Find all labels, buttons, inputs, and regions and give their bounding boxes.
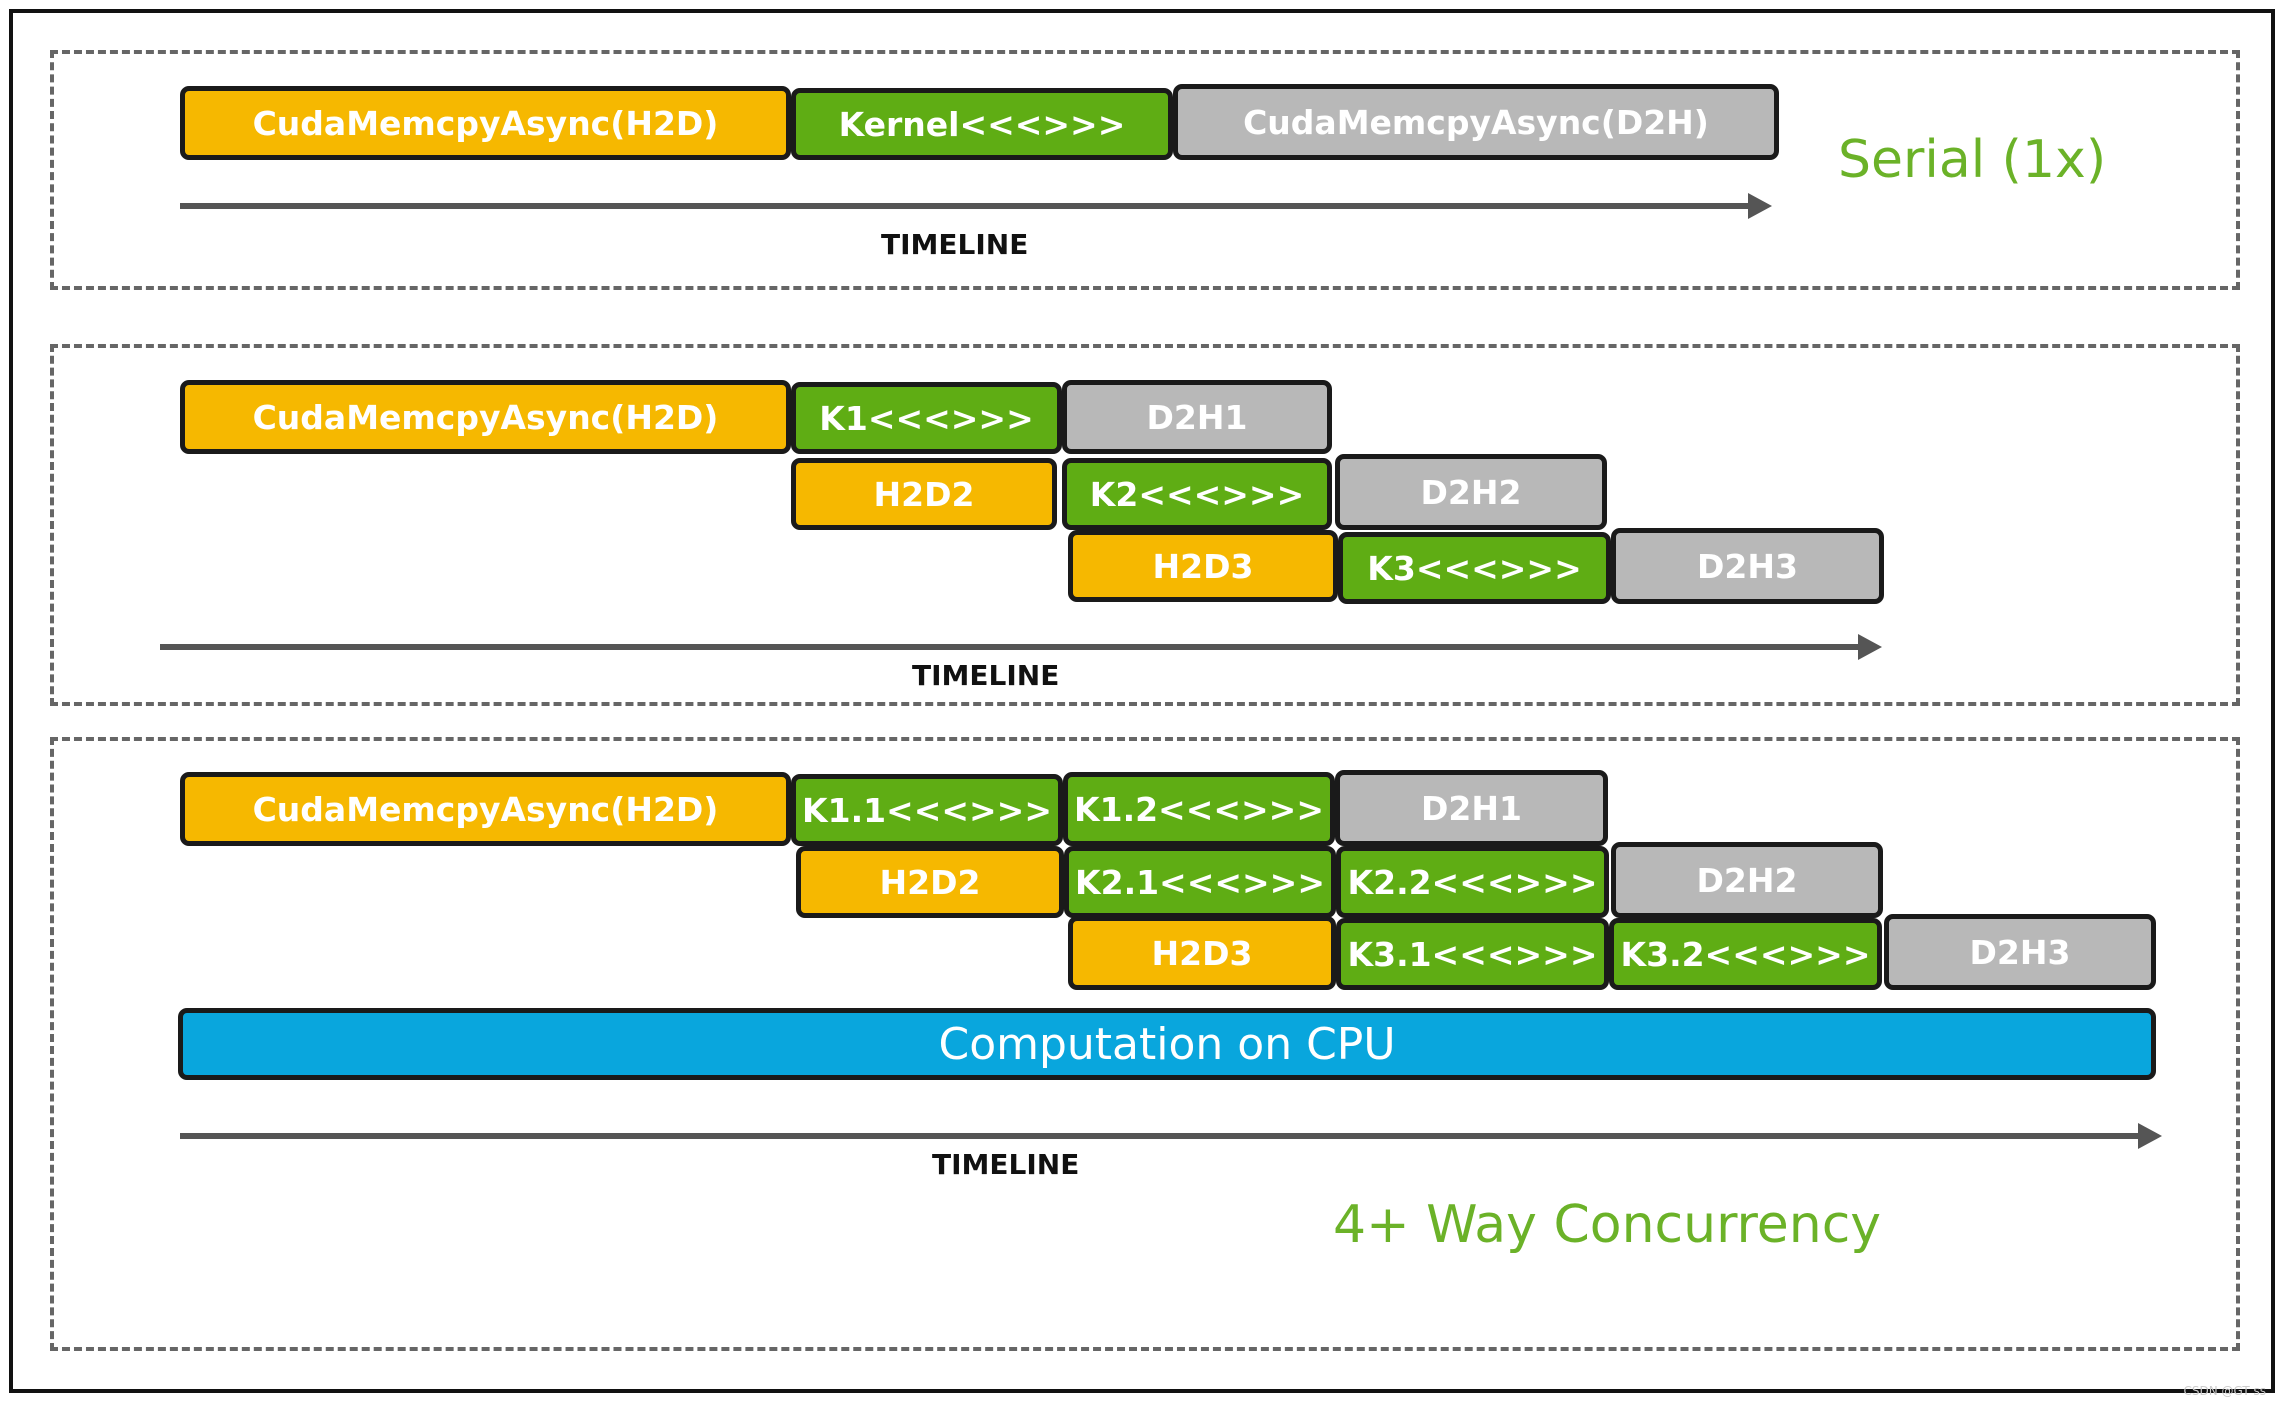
fw-mode-label: 4+ Way Concurrency (1333, 1195, 1882, 1255)
tw-row1-kernel: K1<<<>>> (791, 382, 1062, 454)
fw-row1-d2h: D2H1 (1335, 770, 1608, 846)
cpu-computation-bar: Computation on CPU (178, 1008, 2156, 1080)
fw-row2-kernel-2: K2.2<<<>>> (1336, 846, 1609, 918)
figure-frame (9, 9, 2275, 1393)
serial-timeline-label: TIMELINE (881, 228, 1029, 261)
fw-row3-kernel-2: K3.2<<<>>> (1609, 918, 1882, 990)
fw-row3-kernel-1: K3.1<<<>>> (1336, 918, 1609, 990)
fw-row2-h2d: H2D2 (796, 846, 1064, 918)
fw-row1-kernel-2: K1.2<<<>>> (1063, 772, 1335, 846)
four-way-panel (50, 737, 2240, 1351)
serial-panel (50, 50, 2240, 290)
serial-timeline-arrow (180, 193, 1772, 219)
tw-row3-h2d: H2D3 (1068, 530, 1338, 602)
tw-row3-kernel: K3<<<>>> (1338, 532, 1611, 604)
tw-row1-h2d: CudaMemcpyAsync(H2D) (180, 380, 791, 454)
serial-kernel-block: Kernel<<<>>> (791, 88, 1173, 160)
tw-row2-kernel: K2<<<>>> (1062, 458, 1332, 530)
three-way-panel (50, 344, 2240, 706)
fw-row1-h2d: CudaMemcpyAsync(H2D) (180, 772, 791, 846)
fw-row2-kernel-1: K2.1<<<>>> (1064, 846, 1336, 918)
serial-mode-label: Serial (1x) (1838, 130, 2107, 190)
tw-timeline-label: TIMELINE (912, 659, 1060, 692)
tw-row3-d2h: D2H3 (1611, 528, 1884, 604)
tw-row2-d2h: D2H2 (1335, 454, 1607, 530)
serial-d2h-block: CudaMemcpyAsync(D2H) (1173, 84, 1779, 160)
tw-row2-h2d: H2D2 (791, 458, 1057, 530)
tw-row1-d2h: D2H1 (1062, 380, 1332, 454)
fw-row3-d2h: D2H3 (1884, 914, 2156, 990)
fw-row2-d2h: D2H2 (1611, 842, 1883, 918)
fw-timeline-label: TIMELINE (932, 1148, 1080, 1181)
fw-timeline-arrow (180, 1123, 2162, 1149)
fw-row3-h2d: H2D3 (1068, 916, 1336, 990)
tw-timeline-arrow (160, 634, 1882, 660)
fw-row1-kernel-1: K1.1<<<>>> (791, 774, 1063, 846)
serial-h2d-block: CudaMemcpyAsync(H2D) (180, 86, 791, 160)
watermark: CSDN @GT ss (2183, 1384, 2266, 1398)
